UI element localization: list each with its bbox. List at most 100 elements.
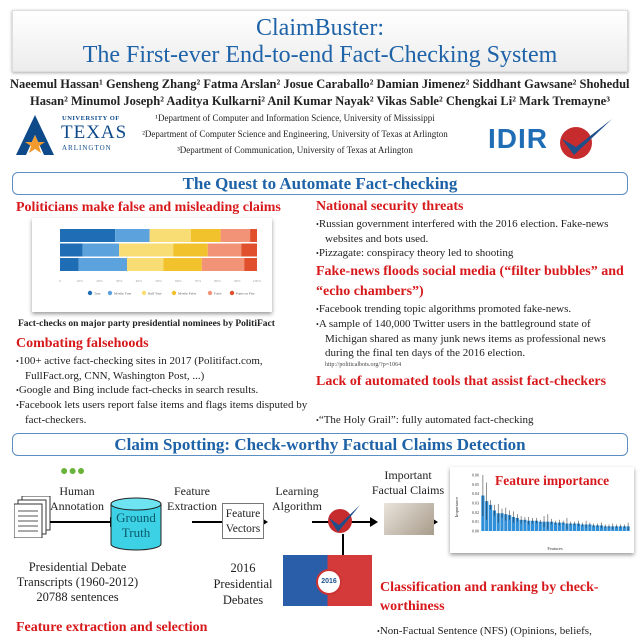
documents-icon [14, 496, 51, 538]
label-transcripts: Presidential Debate Transcripts (1960-20… [15, 560, 140, 605]
uta-logo-bottom: ARLINGTON [62, 144, 112, 152]
x-tick-label: 40% [136, 279, 143, 283]
feature-bar [553, 522, 558, 531]
heading-classification: Classification and ranking by check-wort… [380, 580, 599, 614]
uta-logo-middle: TEXAS [61, 122, 128, 143]
feature-bar [603, 526, 607, 531]
magnifier-photo [384, 503, 434, 535]
y-tick-label: 0.02 [472, 510, 479, 515]
list-item: A sample of 140,000 Twitter users in the… [316, 317, 628, 360]
feature-importance-svg: 0.000.010.020.030.040.050.06ImportanceFe… [454, 473, 630, 551]
bar-segment-mostly-false [163, 258, 202, 271]
transcripts-line: Transcripts (1960-2012) [16, 575, 139, 589]
heading-fakenews: Fake-news floods social media (“filter b… [316, 264, 624, 299]
feature-bar [508, 515, 512, 531]
heading-politicians: Politicians make false and misleading cl… [16, 200, 281, 215]
bar-segment-mostly-true [78, 258, 127, 271]
uta-a-icon [16, 115, 54, 155]
feature-bar [592, 525, 596, 531]
transcripts-line: 20788 sentences [36, 590, 119, 604]
y-tick-label: 0.00 [472, 529, 479, 534]
label-feature-extraction: Feature Extraction [167, 484, 217, 513]
debates-image: 2016 [283, 555, 372, 606]
debates-line: Presidential [213, 577, 273, 591]
feature-bar [488, 504, 493, 531]
legend-marker [207, 290, 213, 296]
y-tick-label: 0.06 [472, 473, 479, 478]
checkmark-logo-icon [560, 119, 612, 159]
bar-segment-mostly-false [173, 243, 208, 257]
feature-bar [572, 523, 577, 531]
legend-marker [171, 290, 177, 296]
label-important-claims: Important Factual Claims [371, 468, 445, 497]
label-ground-truth: Ground Truth [116, 510, 156, 540]
list-item: 100+ active fact-checking sites in 2017 … [16, 354, 308, 383]
uta-logo: UNIVERSITY OF TEXAS ARLINGTON [16, 115, 126, 157]
feature-bar [588, 524, 592, 531]
bar-segment-false [201, 258, 245, 271]
bar-segment-half-true [149, 229, 192, 242]
transcripts-line: Presidential Debate [28, 560, 127, 574]
annotators-icon: ●●● [60, 464, 86, 479]
x-tick-label: 80% [214, 279, 221, 283]
feature-bar [519, 519, 523, 531]
list-item: Facebook lets users report false items a… [16, 398, 308, 427]
feature-bar [622, 526, 626, 531]
feature-bar [576, 523, 581, 531]
department-3: ³Department of Communication, University… [177, 145, 413, 155]
authors-line-1: Naeemul Hassan¹ Gensheng Zhang² Fatma Ar… [10, 77, 630, 91]
feature-bar [599, 525, 603, 531]
fakenews-bullets: Facebook trending topic algorithms promo… [316, 302, 628, 360]
feature-bar [534, 520, 539, 531]
idir-logo-text: IDIR [488, 123, 548, 154]
feature-importance-title: Feature importance [495, 473, 610, 488]
x-axis-label: Features [547, 546, 562, 551]
x-tick-label: 50% [155, 279, 162, 283]
bar-segment-true [60, 243, 83, 257]
section-header-quest: The Quest to Automate Fact-checking [12, 172, 628, 195]
claimbuster-logo-icon [328, 505, 360, 533]
list-item: “The Holy Grail”: fully automated fact-c… [316, 413, 628, 428]
feature-bar [615, 526, 619, 531]
security-bullets: Russian government interfered with the 2… [316, 217, 628, 261]
classification-bullets: Non-Factual Sentence (NFS) (Opinions, be… [377, 624, 637, 639]
list-item: Russian government interfered with the 2… [316, 217, 628, 246]
feature-bar [550, 521, 554, 531]
election-badge: 2016 [316, 569, 342, 595]
legend-marker [87, 290, 93, 296]
x-tick-label: 20% [96, 279, 103, 283]
feature-bar [607, 526, 611, 531]
bar-segment-mostly-true [115, 229, 150, 242]
heading-security: National security threats [316, 199, 464, 214]
feature-bar [504, 514, 508, 531]
author-list: Naeemul Hassan¹ Gensheng Zhang² Fatma Ar… [10, 76, 630, 110]
list-item: Facebook trending topic algorithms promo… [316, 302, 628, 317]
heading-tools: Lack of automated tools that assist fact… [316, 374, 607, 389]
department-1: ¹Department of Computer and Information … [155, 113, 435, 123]
feature-bar [538, 521, 542, 531]
database-icon [110, 497, 162, 551]
feature-bar [511, 517, 516, 531]
debates-arrow [342, 534, 344, 555]
bar-segment-pants-on-fire [244, 258, 257, 271]
legend-label: Pants on Fire [236, 292, 255, 296]
source-url[interactable]: http://politicalbots.org/?p=1064 [325, 362, 402, 368]
list-item: Non-Factual Sentence (NFS) (Opinions, be… [377, 624, 637, 639]
debates-line: 2016 [230, 561, 256, 575]
feature-bar [595, 525, 600, 531]
list-item: Pizzagate: conspiracy theory led to shoo… [316, 246, 628, 261]
debates-line: Debates [222, 593, 264, 607]
label-learning-algorithm: Learning Algorithm [272, 484, 322, 513]
bar-segment-false [207, 243, 242, 257]
x-tick-label: 90% [234, 279, 241, 283]
x-tick-label: 30% [116, 279, 123, 283]
bar-segment-half-true [119, 243, 174, 257]
feature-bar [618, 526, 623, 531]
legend-marker [229, 290, 235, 296]
legend-label: Mostly True [114, 292, 132, 296]
feature-bar [527, 520, 531, 531]
y-axis-label: Importance [454, 497, 459, 518]
heading-combating: Combating falsehoods [16, 336, 149, 351]
department-2: ²Department of Computer Science and Engi… [142, 129, 448, 139]
x-tick-label: 0 [59, 279, 61, 283]
